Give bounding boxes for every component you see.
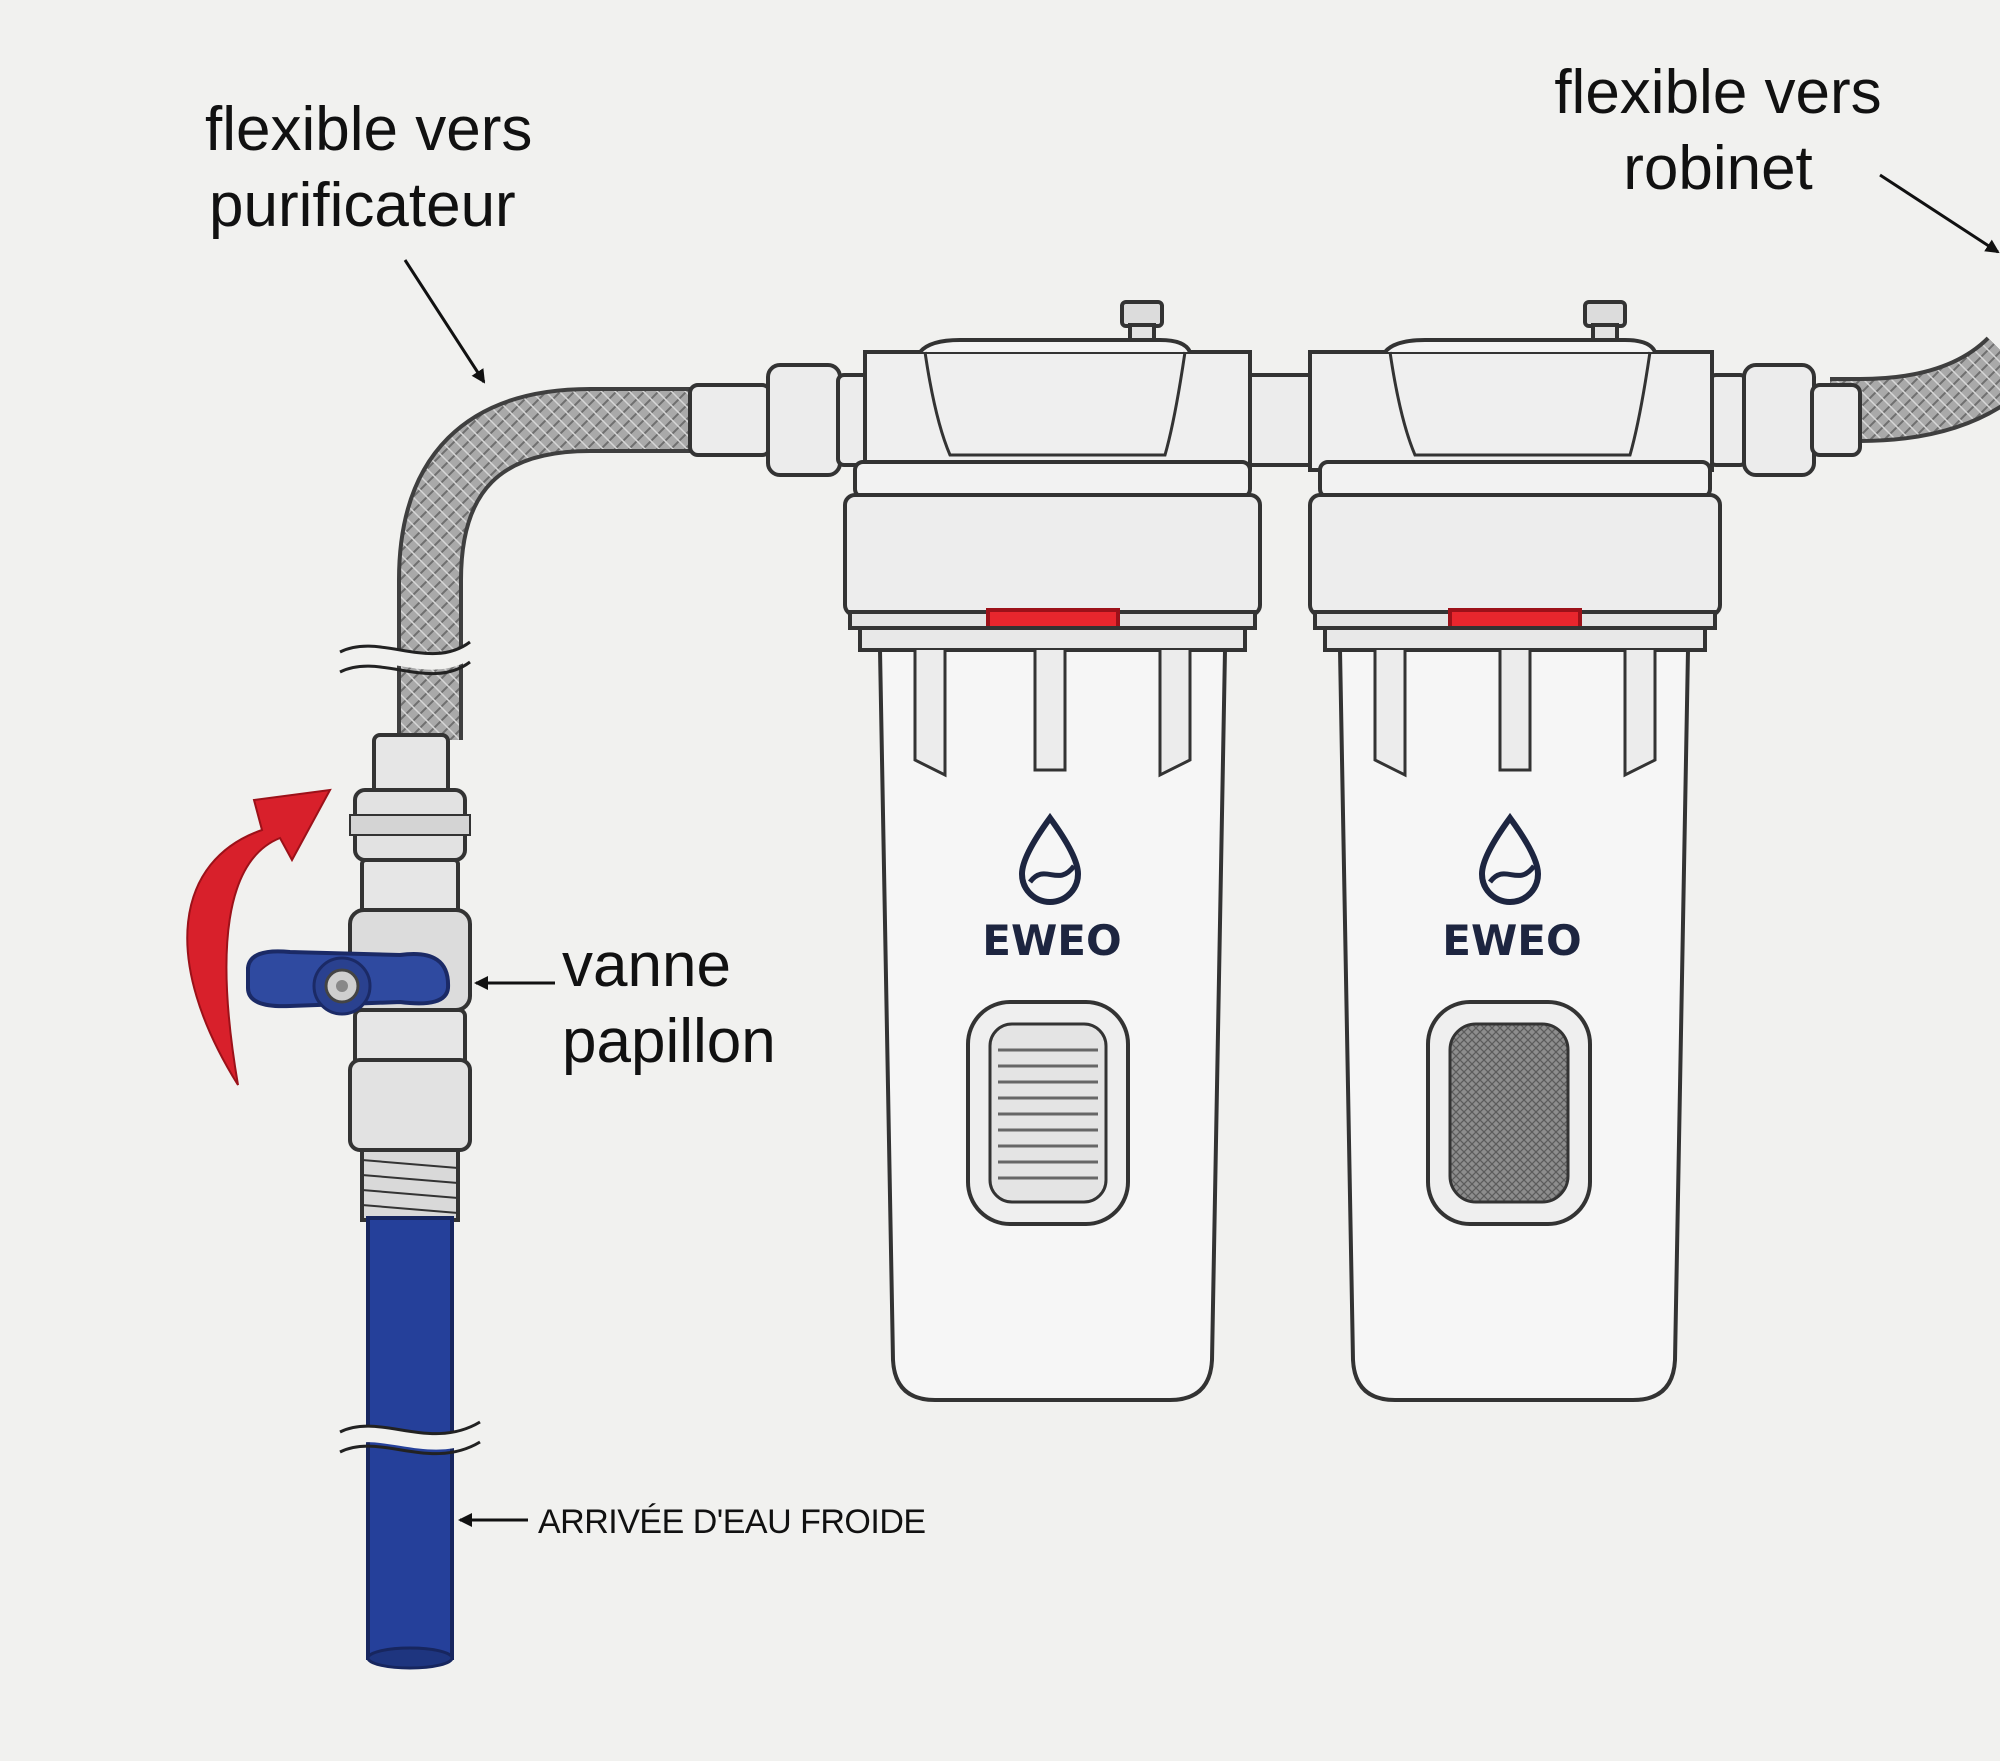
water-drop-icon — [1478, 812, 1542, 905]
curved-arrow-icon — [186, 788, 332, 1086]
label-hose-to-purifier-line2: purificateur — [209, 171, 516, 240]
label-hose-to-faucet: flexible vers robinet — [1528, 55, 1908, 207]
cold-water-pipe — [336, 1216, 485, 1670]
label-butterfly-valve-line1: vanne — [562, 931, 731, 1000]
label-hose-to-faucet-line1: flexible vers — [1554, 58, 1882, 127]
arrow-icon — [403, 173, 2000, 1527]
brand-logo-2: EWEO — [1442, 916, 1581, 965]
label-hose-to-purifier-line1: flexible vers — [205, 95, 533, 164]
hose-to-faucet — [1830, 335, 2000, 443]
filter-housing-1 — [843, 300, 1262, 1402]
label-hose-to-faucet-line2: robinet — [1623, 134, 1813, 203]
inlet-fittings — [688, 363, 880, 477]
outlet-fittings — [1708, 363, 1862, 477]
label-butterfly-valve: vanne papillon — [562, 928, 776, 1080]
label-butterfly-valve-line2: papillon — [562, 1007, 776, 1076]
label-cold-water-inlet: ARRIVÉE D'EAU FROIDE — [538, 1503, 926, 1541]
hose-to-purifier — [336, 387, 700, 740]
label-hose-to-purifier: flexible vers purificateur — [205, 92, 532, 244]
water-drop-icon — [1018, 812, 1082, 905]
mesh-cartridge-window — [1448, 1022, 1570, 1204]
filter-housing-2 — [1308, 300, 1722, 1402]
valve-handle[interactable] — [246, 949, 451, 1016]
head-connector — [1248, 373, 1312, 467]
butterfly-valve-assembly — [348, 733, 472, 1222]
brand-logo-1: EWEO — [982, 916, 1121, 965]
pleated-cartridge-window — [998, 1048, 1098, 1180]
